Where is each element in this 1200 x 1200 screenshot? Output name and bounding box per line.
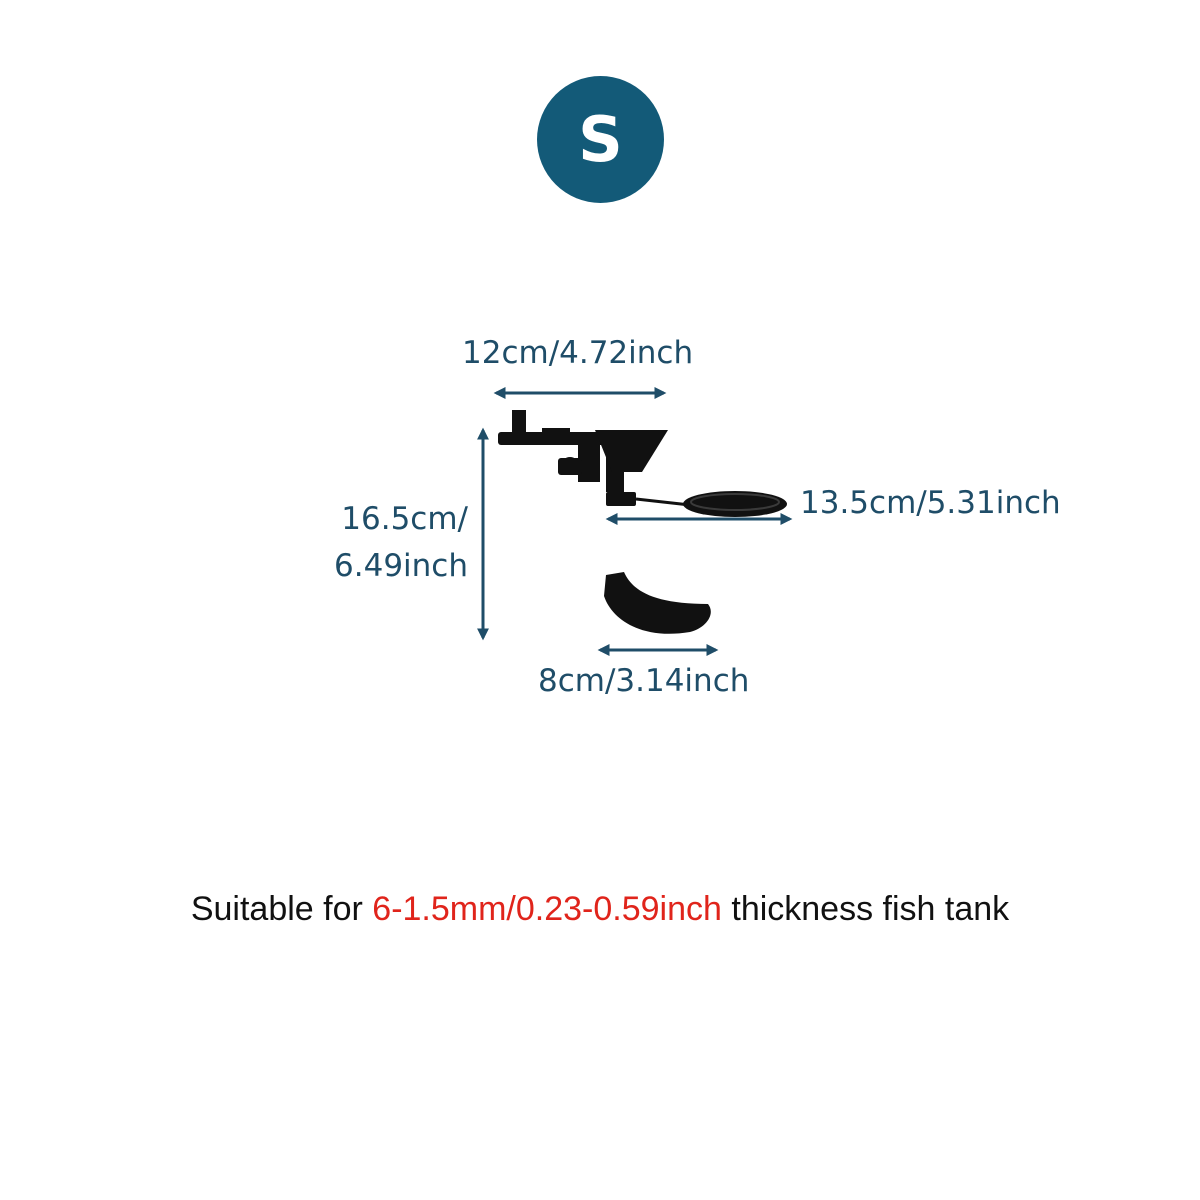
size-badge-label: S (578, 102, 623, 176)
round-sensor-pad (683, 491, 787, 517)
sensor-cable (635, 497, 691, 507)
bottom-width-label: 8cm/3.14inch (538, 663, 750, 699)
height-label-line1: 16.5cm/ (341, 501, 468, 537)
caption-prefix: Suitable for (190, 890, 373, 928)
curved-bottom-part (604, 572, 711, 634)
top-width-label: 12cm/4.72inch (462, 335, 694, 371)
caption-thickness-range: 6-1.5mm/0.23-0.59inch (372, 890, 722, 928)
side-width-label: 13.5cm/5.31inch (800, 485, 1061, 521)
size-badge: S (537, 76, 664, 203)
caption-suffix: thickness fish tank (721, 890, 1010, 928)
suitability-caption: Suitable for 6-1.5mm/0.23-0.59inch thick… (0, 890, 1200, 929)
height-label: 16.5cm/ 6.49inch (322, 496, 468, 589)
top-bracket-part (498, 410, 668, 506)
height-label-line2: 6.49inch (334, 547, 468, 584)
round-sensor-pad-rim (690, 493, 780, 511)
